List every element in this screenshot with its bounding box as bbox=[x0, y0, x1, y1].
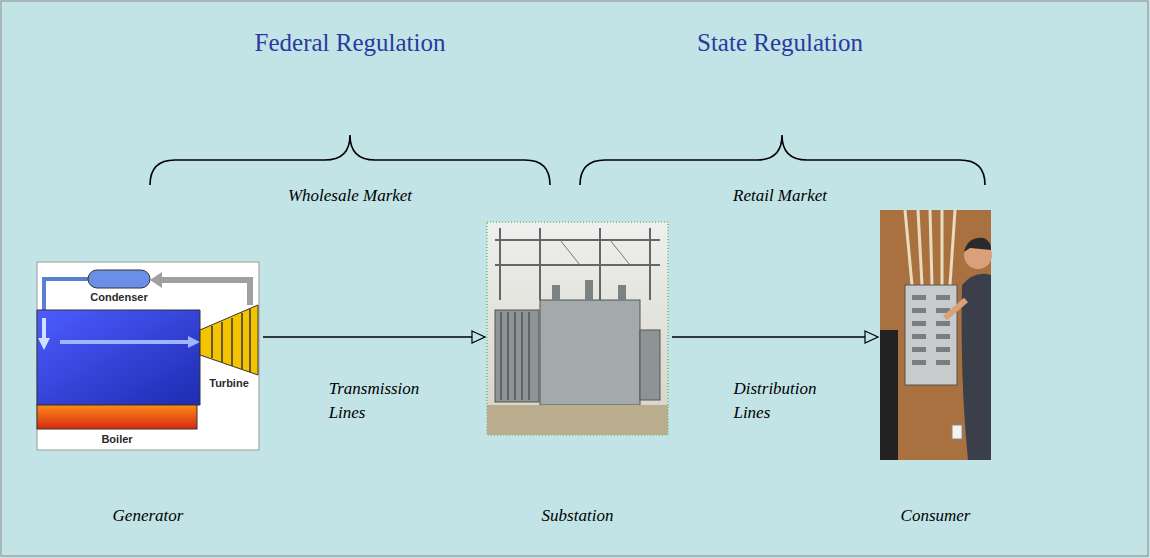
substation-photo-part bbox=[495, 310, 539, 402]
substation-photo-part bbox=[640, 330, 660, 400]
consumer-photo-part-part bbox=[912, 347, 926, 352]
substation-photo-part bbox=[495, 228, 660, 300]
generator-illustration-part bbox=[37, 310, 200, 405]
consumer-photo-part-part bbox=[905, 210, 912, 285]
generator-illustration-part bbox=[60, 340, 190, 344]
substation-photo-part-part bbox=[495, 264, 660, 266]
generator-illustration-part bbox=[88, 270, 150, 288]
regulation-braces-part bbox=[580, 135, 985, 185]
substation-photo-part bbox=[540, 300, 640, 405]
generator-illustration-part-part bbox=[211, 326, 213, 358]
node-caption: Generator bbox=[113, 506, 184, 526]
substation-photo-part-part bbox=[500, 312, 502, 400]
substation-photo bbox=[487, 222, 668, 435]
consumer-photo-part-part bbox=[936, 321, 950, 326]
consumer-photo-part bbox=[880, 330, 898, 460]
regulation-braces-part bbox=[150, 135, 550, 185]
consumer-photo-part bbox=[880, 210, 991, 460]
substation-photo-part-part bbox=[560, 240, 580, 265]
consumer-photo-part-part bbox=[936, 295, 950, 300]
consumer-photo-part bbox=[945, 300, 966, 318]
part-label: Condenser bbox=[90, 291, 147, 304]
picture-area bbox=[880, 210, 991, 506]
consumer-photo-part bbox=[905, 210, 955, 285]
consumer-photo-part-part bbox=[912, 308, 926, 313]
substation-photo-part bbox=[501, 312, 529, 400]
consumer-photo-part-part bbox=[912, 295, 926, 300]
consumer-photo-part-part bbox=[936, 347, 950, 352]
substation-photo-part bbox=[552, 285, 560, 300]
consumer-photo-part bbox=[912, 295, 950, 365]
consumer-photo-part-part bbox=[918, 210, 922, 285]
generator-illustration-part bbox=[212, 309, 250, 372]
substation-photo-part bbox=[585, 280, 593, 300]
generator-illustration bbox=[37, 262, 259, 450]
consumer-photo-part-part bbox=[941, 210, 944, 285]
generator-illustration-part bbox=[42, 318, 46, 340]
picture-node: Substation bbox=[487, 222, 668, 526]
consumer-photo-part bbox=[905, 285, 957, 385]
regulation-heading: Federal Regulation bbox=[255, 28, 446, 58]
part-label: Turbine bbox=[209, 377, 249, 390]
generator-illustration-part-part bbox=[221, 322, 223, 362]
substation-photo-part bbox=[487, 405, 668, 435]
generator-illustration-part-part bbox=[249, 309, 251, 372]
consumer-photo-part bbox=[952, 425, 962, 439]
generator-illustration-part bbox=[150, 272, 162, 288]
picture-node: Generator bbox=[37, 262, 259, 526]
part-label: Boiler bbox=[101, 433, 132, 446]
power-line-arrow bbox=[263, 336, 485, 338]
picture-node: Consumer bbox=[880, 210, 991, 526]
substation-photo-part bbox=[487, 222, 668, 435]
generator-illustration-part bbox=[200, 305, 258, 375]
substation-photo-part-part bbox=[495, 239, 660, 241]
consumer-photo-part-part bbox=[930, 210, 932, 285]
generator-illustration-part-part bbox=[231, 318, 233, 366]
consumer-photo-part-part bbox=[936, 334, 950, 339]
substation-photo-part-part bbox=[521, 312, 523, 400]
power-line-arrow bbox=[672, 336, 878, 338]
substation-photo-part-part bbox=[514, 312, 516, 400]
generator-illustration-part bbox=[37, 405, 197, 429]
consumer-photo bbox=[880, 210, 992, 460]
picture-area bbox=[487, 222, 668, 506]
substation-photo-part-part bbox=[507, 312, 509, 400]
line-label: Transmission Lines bbox=[329, 377, 420, 425]
substation-photo-part bbox=[618, 285, 626, 300]
generator-illustration-part bbox=[38, 338, 50, 350]
consumer-photo-part bbox=[964, 238, 991, 252]
line-label: Distribution Lines bbox=[733, 377, 816, 425]
regulation-heading: State Regulation bbox=[697, 28, 863, 58]
substation-photo-part-part bbox=[528, 312, 530, 400]
substation-photo-part bbox=[560, 240, 630, 265]
generator-illustration-part bbox=[37, 262, 259, 450]
market-label: Retail Market bbox=[733, 186, 827, 206]
generator-illustration-part-part bbox=[241, 313, 243, 369]
node-caption: Substation bbox=[542, 506, 614, 526]
consumer-photo-part-part bbox=[912, 334, 926, 339]
market-label: Wholesale Market bbox=[288, 186, 412, 206]
regulation-braces bbox=[150, 135, 985, 185]
consumer-photo-part-part bbox=[912, 360, 926, 365]
node-caption: Consumer bbox=[901, 506, 971, 526]
generator-illustration-part bbox=[158, 280, 250, 305]
generator-illustration-part bbox=[188, 336, 200, 348]
consumer-photo-part-part bbox=[912, 321, 926, 326]
substation-photo-part-part bbox=[610, 240, 630, 265]
consumer-photo-part-part bbox=[936, 360, 950, 365]
consumer-photo-part-part bbox=[950, 210, 955, 285]
